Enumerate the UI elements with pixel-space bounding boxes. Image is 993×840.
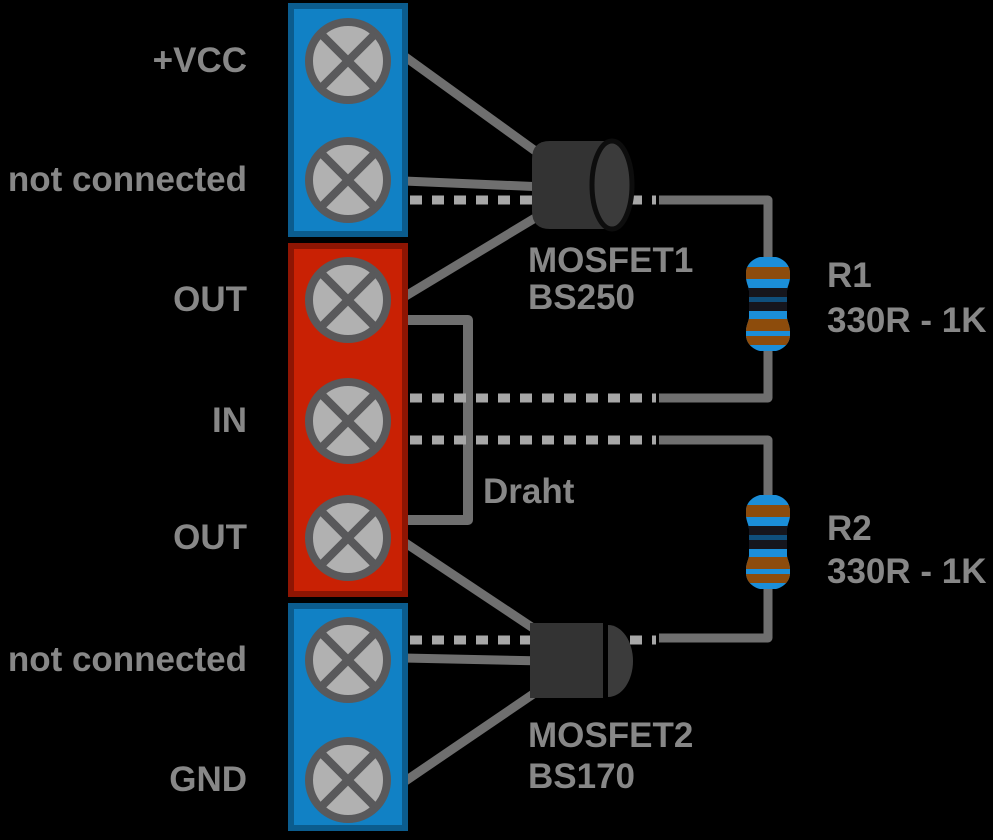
terminal-label-out-top: OUT <box>173 280 247 319</box>
wire-t6-mosfet2 <box>403 653 546 666</box>
terminal-screw-out-bottom <box>305 495 391 581</box>
terminal-label-gnd: GND <box>169 760 247 799</box>
r2-value: 330R - 1K <box>827 552 987 591</box>
terminal-screw-out-top <box>305 257 391 343</box>
wire-gnd-mosfet2 <box>401 682 548 786</box>
wire-r2-top <box>659 435 773 500</box>
resistor-r2 <box>744 493 792 591</box>
mosfet2-label: MOSFET2 <box>528 716 694 755</box>
r2-label: R2 <box>827 509 872 548</box>
screw-terminals <box>305 18 391 823</box>
terminal-label-nc-top: not connected <box>7 160 247 199</box>
wire-out-mosfet1 <box>401 208 548 301</box>
terminal-label-nc-bottom: not connected <box>7 640 247 679</box>
mosfet2-part: BS170 <box>528 757 636 796</box>
mosfet2-package <box>530 623 633 698</box>
terminal-screw-gnd <box>305 737 391 823</box>
terminal-screw-vcc <box>305 18 391 104</box>
terminal-label-out-bottom: OUT <box>173 518 247 557</box>
mosfet1-label: MOSFET1 <box>528 241 694 280</box>
wire-out-mosfet2 <box>401 538 548 640</box>
wire-t2-mosfet1 <box>403 176 546 192</box>
mosfet1-package <box>532 138 635 232</box>
mosfet1-part: BS250 <box>528 278 636 317</box>
wire-r1-bottom <box>659 347 773 403</box>
r1-label: R1 <box>827 256 872 295</box>
wire-draht-bracket <box>408 315 473 525</box>
r1-value: 330R - 1K <box>827 301 987 340</box>
terminal-label-in: IN <box>212 401 247 440</box>
terminal-label-vcc: +VCC <box>152 41 247 80</box>
wire-label-draht: Draht <box>483 472 575 511</box>
wire-r1-top <box>659 195 773 262</box>
wire-vcc-mosfet1 <box>401 52 548 162</box>
resistor-r1 <box>744 255 792 353</box>
terminal-screw-nc-top <box>305 137 391 223</box>
terminal-screw-in <box>305 378 391 464</box>
terminal-screw-nc-bottom <box>305 617 391 703</box>
wire-r2-bottom <box>659 585 773 643</box>
